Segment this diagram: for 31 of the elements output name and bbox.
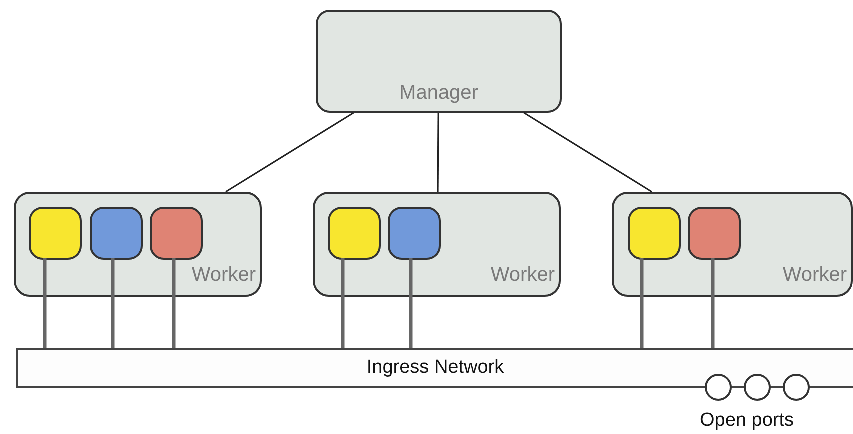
connector-line [640, 258, 644, 348]
node-label: Worker [192, 264, 256, 287]
port-circle [783, 374, 810, 401]
container-box [90, 207, 143, 260]
network-bar [16, 348, 853, 388]
manager-box [316, 10, 562, 113]
container-box [150, 207, 203, 260]
worker-box [612, 192, 853, 297]
network-label: Ingress Network [366, 357, 504, 379]
link-line [524, 112, 652, 193]
port-circle [744, 374, 771, 401]
connector-line [111, 258, 115, 348]
worker-box [313, 192, 561, 297]
port-circle [705, 374, 732, 401]
worker-box [14, 192, 262, 297]
connector-line [711, 258, 715, 348]
connector-line [409, 258, 413, 348]
container-box [688, 207, 741, 260]
container-box [29, 207, 82, 260]
connector-line [172, 258, 176, 348]
node-label: Manager [398, 82, 480, 105]
ports-label: Open ports [700, 410, 794, 432]
container-box [628, 207, 681, 260]
node-label: Worker [490, 264, 555, 287]
container-box [388, 207, 441, 260]
node-label: Worker [782, 264, 847, 287]
container-box [328, 207, 381, 260]
connector-line [341, 258, 345, 348]
link-line [437, 113, 440, 192]
connector-line [43, 258, 47, 348]
link-line [226, 112, 354, 193]
